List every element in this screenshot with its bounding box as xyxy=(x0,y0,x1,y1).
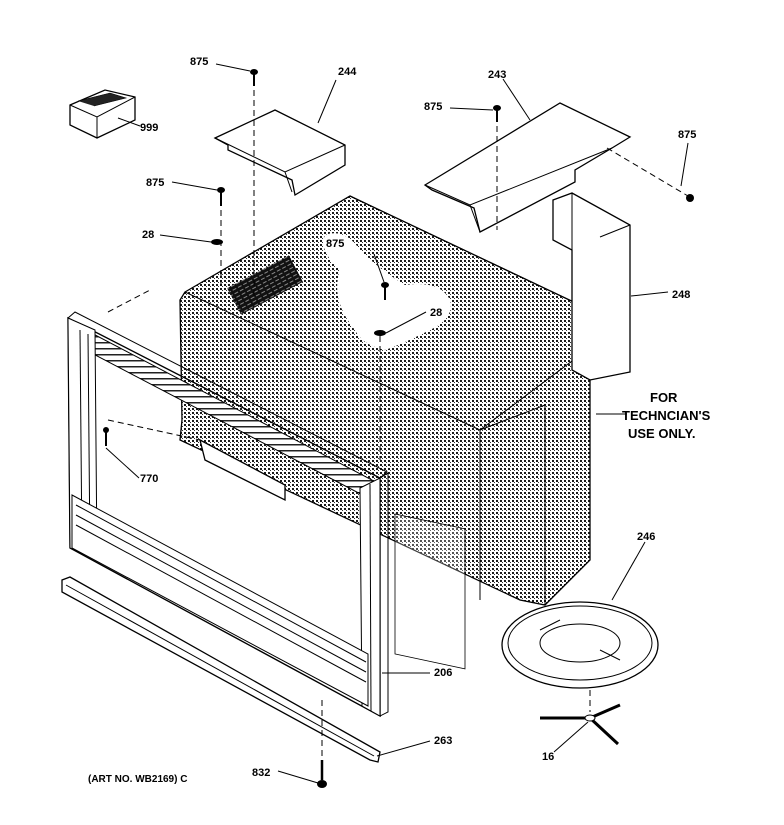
microwave-cabinet xyxy=(179,195,602,670)
leader-lines xyxy=(105,63,689,784)
label-999: 999 xyxy=(140,122,158,134)
note-line-2: TECHNCIAN'S xyxy=(622,408,711,423)
washer-28-center xyxy=(374,330,386,460)
label-875-top: 875 xyxy=(190,56,208,68)
screw-832 xyxy=(317,700,327,788)
label-206: 206 xyxy=(434,667,452,679)
art-number: (ART NO. WB2169) C xyxy=(88,774,187,785)
box-999 xyxy=(69,89,136,139)
roller-16 xyxy=(540,690,621,746)
screw-875-top xyxy=(250,69,258,300)
label-244: 244 xyxy=(338,66,357,78)
panel-248 xyxy=(552,192,631,381)
control-panel xyxy=(394,513,466,670)
label-875-left: 875 xyxy=(146,177,164,189)
note-line-1: FOR xyxy=(650,390,678,405)
label-28-left: 28 xyxy=(142,229,154,241)
label-248: 248 xyxy=(672,289,690,301)
screw-875-mid xyxy=(493,105,501,230)
screw-875-left xyxy=(217,187,225,290)
label-263: 263 xyxy=(434,735,452,747)
label-243: 243 xyxy=(488,69,506,81)
screw-875-center xyxy=(381,282,389,300)
label-832: 832 xyxy=(252,767,270,779)
cover-243 xyxy=(423,102,632,233)
label-770: 770 xyxy=(140,473,158,485)
washer-28-left xyxy=(211,239,223,245)
cover-244 xyxy=(213,109,346,197)
note-line-3: USE ONLY. xyxy=(628,426,695,441)
label-16: 16 xyxy=(542,751,554,763)
turntable-246 xyxy=(501,601,659,689)
label-246: 246 xyxy=(637,531,655,543)
front-frame-206 xyxy=(67,311,389,718)
label-875-center: 875 xyxy=(326,238,344,250)
label-875-right: 875 xyxy=(678,129,696,141)
label-875-mid: 875 xyxy=(424,101,442,113)
label-28-center: 28 xyxy=(430,307,442,319)
callout-clearing xyxy=(323,233,451,350)
trim-263 xyxy=(61,576,381,763)
screw-875-right xyxy=(606,147,694,202)
vent-grille xyxy=(227,255,303,315)
